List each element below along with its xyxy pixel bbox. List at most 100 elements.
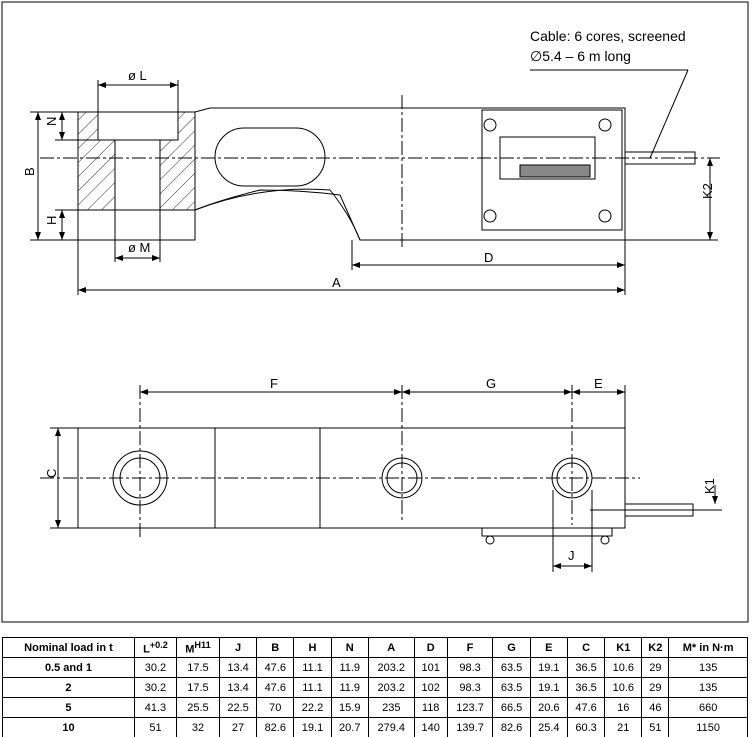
table-cell: 19.1 xyxy=(293,717,332,737)
table-cell: 98.3 xyxy=(446,657,494,678)
table-cell: 1150 xyxy=(668,717,748,737)
dim-label-A: A xyxy=(332,275,341,290)
table-cell: 27 xyxy=(218,717,258,737)
col-header: E xyxy=(529,637,568,658)
table-cell: 235 xyxy=(367,697,415,718)
nominal-load-cell: 2 xyxy=(2,677,135,698)
table-cell: 82.6 xyxy=(256,717,295,737)
table-cell: 29 xyxy=(641,677,670,698)
table-cell: 70 xyxy=(256,697,295,718)
table-cell: 10.6 xyxy=(604,677,643,698)
table-cell: 20.6 xyxy=(529,697,568,718)
table-cell: 66.5 xyxy=(492,697,531,718)
col-header: J xyxy=(218,637,258,658)
table-cell: 203.2 xyxy=(367,677,415,698)
dim-label-H: H xyxy=(44,216,59,225)
bottom-view xyxy=(40,385,722,572)
table-cell: 36.5 xyxy=(566,677,606,698)
table-cell: 22.5 xyxy=(218,697,258,718)
table-cell: 51 xyxy=(641,717,670,737)
table-cell: 29 xyxy=(641,657,670,678)
dim-label-C: C xyxy=(44,469,59,478)
col-header-M: MH11 xyxy=(175,637,220,658)
dim-label-B: B xyxy=(22,167,37,176)
table-cell: 660 xyxy=(668,697,748,718)
dimensions-table: Nominal load in t L+0.2 MH11 J B H N A D… xyxy=(2,637,748,737)
table-cell: 98.3 xyxy=(446,677,494,698)
table-cell: 123.7 xyxy=(446,697,494,718)
table-cell: 11.1 xyxy=(293,677,332,698)
table-cell: 16 xyxy=(604,697,643,718)
table-cell: 30.2 xyxy=(133,677,177,698)
table-cell: 102 xyxy=(413,677,448,698)
table-cell: 47.6 xyxy=(256,677,295,698)
table-cell: 19.1 xyxy=(529,657,568,678)
dim-label-F: F xyxy=(270,376,278,391)
table-cell: 15.9 xyxy=(330,697,369,718)
table-cell: 279.4 xyxy=(367,717,415,737)
col-header: D xyxy=(413,637,448,658)
table-cell: 139.7 xyxy=(446,717,494,737)
col-header: K1 xyxy=(604,637,643,658)
table-cell: 82.6 xyxy=(492,717,531,737)
table-header-row: Nominal load in t L+0.2 MH11 J B H N A D… xyxy=(2,637,748,658)
table-cell: 63.5 xyxy=(492,657,531,678)
table-cell: 118 xyxy=(413,697,448,718)
table-cell: 101 xyxy=(413,657,448,678)
nominal-load-cell: 5 xyxy=(2,697,135,718)
top-view xyxy=(30,69,720,295)
table-cell: 10.6 xyxy=(604,657,643,678)
table-cell: 203.2 xyxy=(367,657,415,678)
cable-note-line1: Cable: 6 cores, screened xyxy=(530,28,686,44)
table-cell: 20.7 xyxy=(330,717,369,737)
table-cell: 36.5 xyxy=(566,657,606,678)
col-header: B xyxy=(256,637,295,658)
col-header: H xyxy=(293,637,332,658)
table-cell: 135 xyxy=(668,677,748,698)
table-cell: 19.1 xyxy=(529,677,568,698)
table-cell: 11.1 xyxy=(293,657,332,678)
table-cell: 17.5 xyxy=(175,657,220,678)
table-cell: 47.6 xyxy=(256,657,295,678)
table-cell: 11.9 xyxy=(330,657,369,678)
col-header: A xyxy=(367,637,415,658)
table-cell: 22.2 xyxy=(293,697,332,718)
dim-label-N: N xyxy=(44,117,59,126)
dim-label-L: ø L xyxy=(128,68,147,83)
col-header: M* in N·m xyxy=(668,637,748,658)
table-cell: 135 xyxy=(668,657,748,678)
cable-note-line2: ∅5.4 – 6 m long xyxy=(530,48,631,64)
cable-note: Cable: 6 cores, screened ∅5.4 – 6 m long xyxy=(530,26,686,66)
dim-label-K1: K1 xyxy=(702,478,717,494)
col-header: F xyxy=(446,637,494,658)
table-cell: 30.2 xyxy=(133,657,177,678)
dim-label-M: ø M xyxy=(128,240,150,255)
table-cell: 140 xyxy=(413,717,448,737)
dim-label-D: D xyxy=(484,250,493,265)
dim-label-G: G xyxy=(486,376,496,391)
table-cell: 13.4 xyxy=(218,657,258,678)
table-cell: 60.3 xyxy=(566,717,606,737)
dim-label-J: J xyxy=(568,548,575,563)
col-header-L: L+0.2 xyxy=(133,637,177,658)
dimension-labels: ø L ø M N H B D A K2 F G E C K1 J xyxy=(22,68,717,563)
dim-label-E: E xyxy=(594,376,603,391)
table-cell: 21 xyxy=(604,717,643,737)
col-header: C xyxy=(566,637,606,658)
nominal-load-cell: 10 xyxy=(2,717,135,737)
table-cell: 25.5 xyxy=(175,697,220,718)
drawing-frame xyxy=(1,1,749,623)
table-cell: 11.9 xyxy=(330,677,369,698)
table-cell: 41.3 xyxy=(133,697,177,718)
table-cell: 46 xyxy=(641,697,670,718)
dim-label-K2: K2 xyxy=(700,183,715,199)
col-header: G xyxy=(492,637,531,658)
col-header: N xyxy=(330,637,369,658)
table-cell: 32 xyxy=(175,717,220,737)
table-cell: 13.4 xyxy=(218,677,258,698)
table-cell: 47.6 xyxy=(566,697,606,718)
